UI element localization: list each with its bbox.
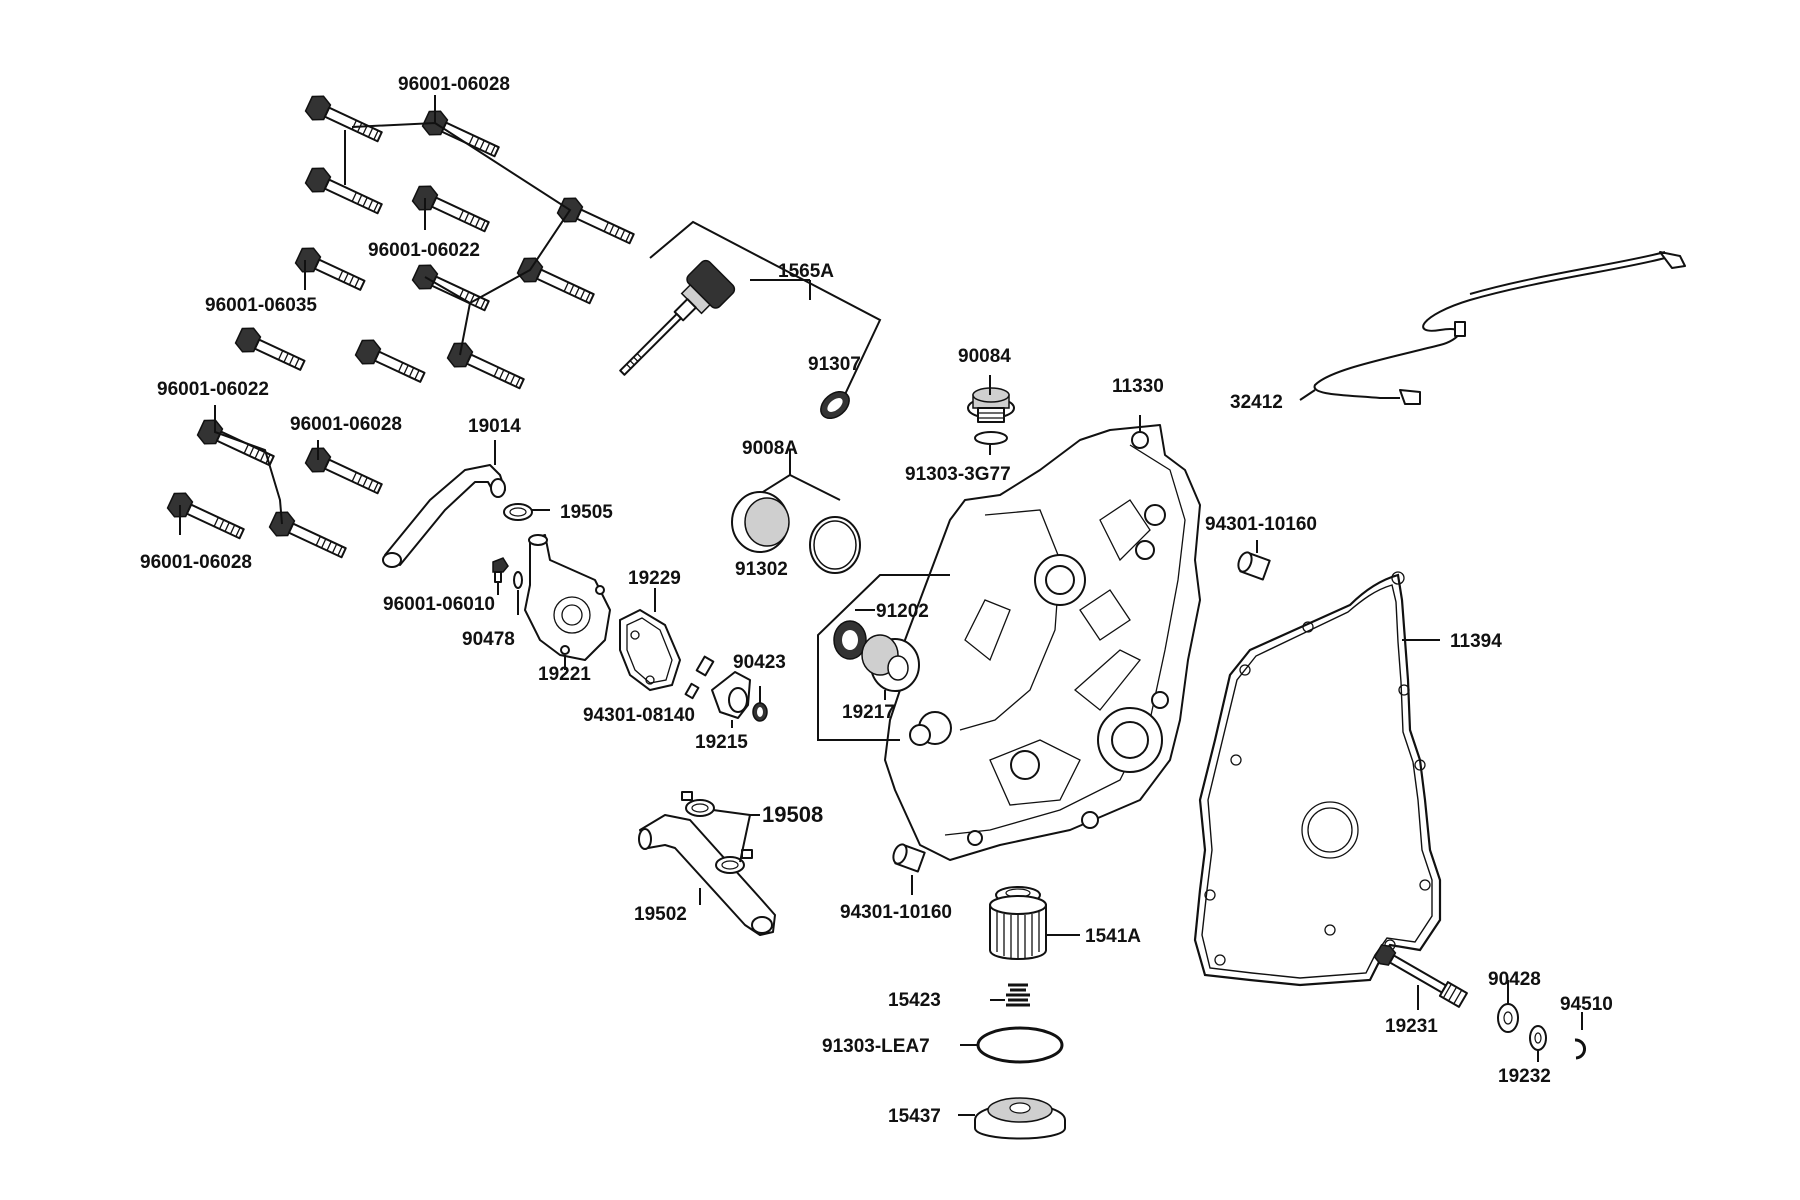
bolt	[411, 185, 490, 233]
clamp-19505	[503, 503, 550, 521]
washer-90478	[513, 571, 523, 615]
label-19221: 19221	[538, 664, 591, 685]
bolt	[516, 257, 595, 305]
callout-labels: 96001-06028 96001-06022 96001-06035 9600…	[140, 74, 1613, 1127]
washer-90428	[1497, 980, 1519, 1033]
pump-gasket	[619, 588, 682, 692]
label-19232: 19232	[1498, 1066, 1551, 1087]
label-19229: 19229	[628, 568, 681, 589]
label-96001-06010: 96001-06010	[383, 594, 495, 615]
label-19217: 19217	[842, 702, 895, 723]
label-90428: 90428	[1488, 969, 1541, 990]
label-96001-06028-top: 96001-06028	[398, 74, 510, 95]
bolt	[234, 327, 306, 371]
oil-filter	[989, 886, 1080, 960]
label-91303-LEA7: 91303-LEA7	[822, 1036, 930, 1057]
label-1565A: 1565A	[778, 261, 834, 282]
label-91303-3G77: 91303-3G77	[905, 464, 1011, 485]
bolt	[354, 339, 426, 383]
cable	[1299, 251, 1686, 405]
label-91302: 91302	[735, 559, 788, 580]
label-1541A: 1541A	[1085, 926, 1141, 947]
label-96001-06028-right: 96001-06028	[290, 414, 402, 435]
bolt	[304, 167, 383, 215]
bolt	[446, 342, 525, 390]
bolt-leaders	[179, 95, 572, 535]
label-19231: 19231	[1385, 1016, 1438, 1037]
hose-19014	[382, 440, 506, 568]
dowel-top	[1237, 540, 1271, 581]
label-91307: 91307	[808, 354, 861, 375]
filter-cap	[958, 1097, 1066, 1140]
crankcase-cover	[884, 424, 1201, 861]
bolt	[166, 492, 245, 540]
water-pump-cover	[524, 534, 611, 670]
bolt	[411, 264, 490, 312]
label-9008A: 9008A	[742, 438, 798, 459]
gasket	[1193, 571, 1442, 987]
label-94301-10160-bottom: 94301-10160	[840, 902, 952, 923]
label-90423: 90423	[733, 652, 786, 673]
bolt-group	[166, 95, 635, 559]
label-96001-06022-mid: 96001-06022	[368, 240, 480, 261]
label-94301-10160-top: 94301-10160	[1205, 514, 1317, 535]
bolt	[268, 511, 347, 559]
label-96001-06028-bottom: 96001-06028	[140, 552, 252, 573]
bolt	[196, 419, 275, 467]
shaft	[1373, 944, 1468, 1010]
bolt	[304, 447, 383, 495]
label-94510: 94510	[1560, 994, 1613, 1015]
bolt	[294, 247, 366, 291]
label-11394: 11394	[1450, 631, 1502, 652]
hose-19502	[638, 814, 776, 936]
label-11330: 11330	[1112, 376, 1164, 397]
plug	[967, 375, 1015, 455]
label-19014: 19014	[468, 416, 521, 437]
bolt	[421, 110, 500, 158]
impeller	[684, 655, 768, 728]
label-94301-08140: 94301-08140	[583, 705, 695, 726]
label-90478: 90478	[462, 629, 515, 650]
label-15437: 15437	[888, 1106, 941, 1127]
spring	[990, 983, 1030, 1007]
bolt	[304, 95, 383, 143]
clip-94510	[1574, 1012, 1586, 1060]
small-bolt-96001-06010	[492, 557, 509, 595]
label-96001-06035: 96001-06035	[205, 295, 317, 316]
cap-and-oring	[731, 450, 861, 574]
seal-and-bearing	[833, 620, 920, 700]
clamp-19508	[681, 791, 760, 874]
label-19502: 19502	[634, 904, 687, 925]
oring-lea7	[960, 1026, 1064, 1064]
dowel-bottom	[892, 843, 926, 895]
label-19215: 19215	[695, 732, 748, 753]
label-96001-06022-left: 96001-06022	[157, 379, 269, 400]
dipstick	[619, 220, 882, 420]
label-90084: 90084	[958, 346, 1011, 367]
label-91202: 91202	[876, 601, 929, 622]
washer-19232	[1529, 1025, 1547, 1062]
label-32412: 32412	[1230, 392, 1283, 413]
label-19505: 19505	[560, 502, 613, 523]
bolt	[556, 197, 635, 245]
label-15423: 15423	[888, 990, 941, 1011]
label-19508: 19508	[762, 802, 823, 827]
